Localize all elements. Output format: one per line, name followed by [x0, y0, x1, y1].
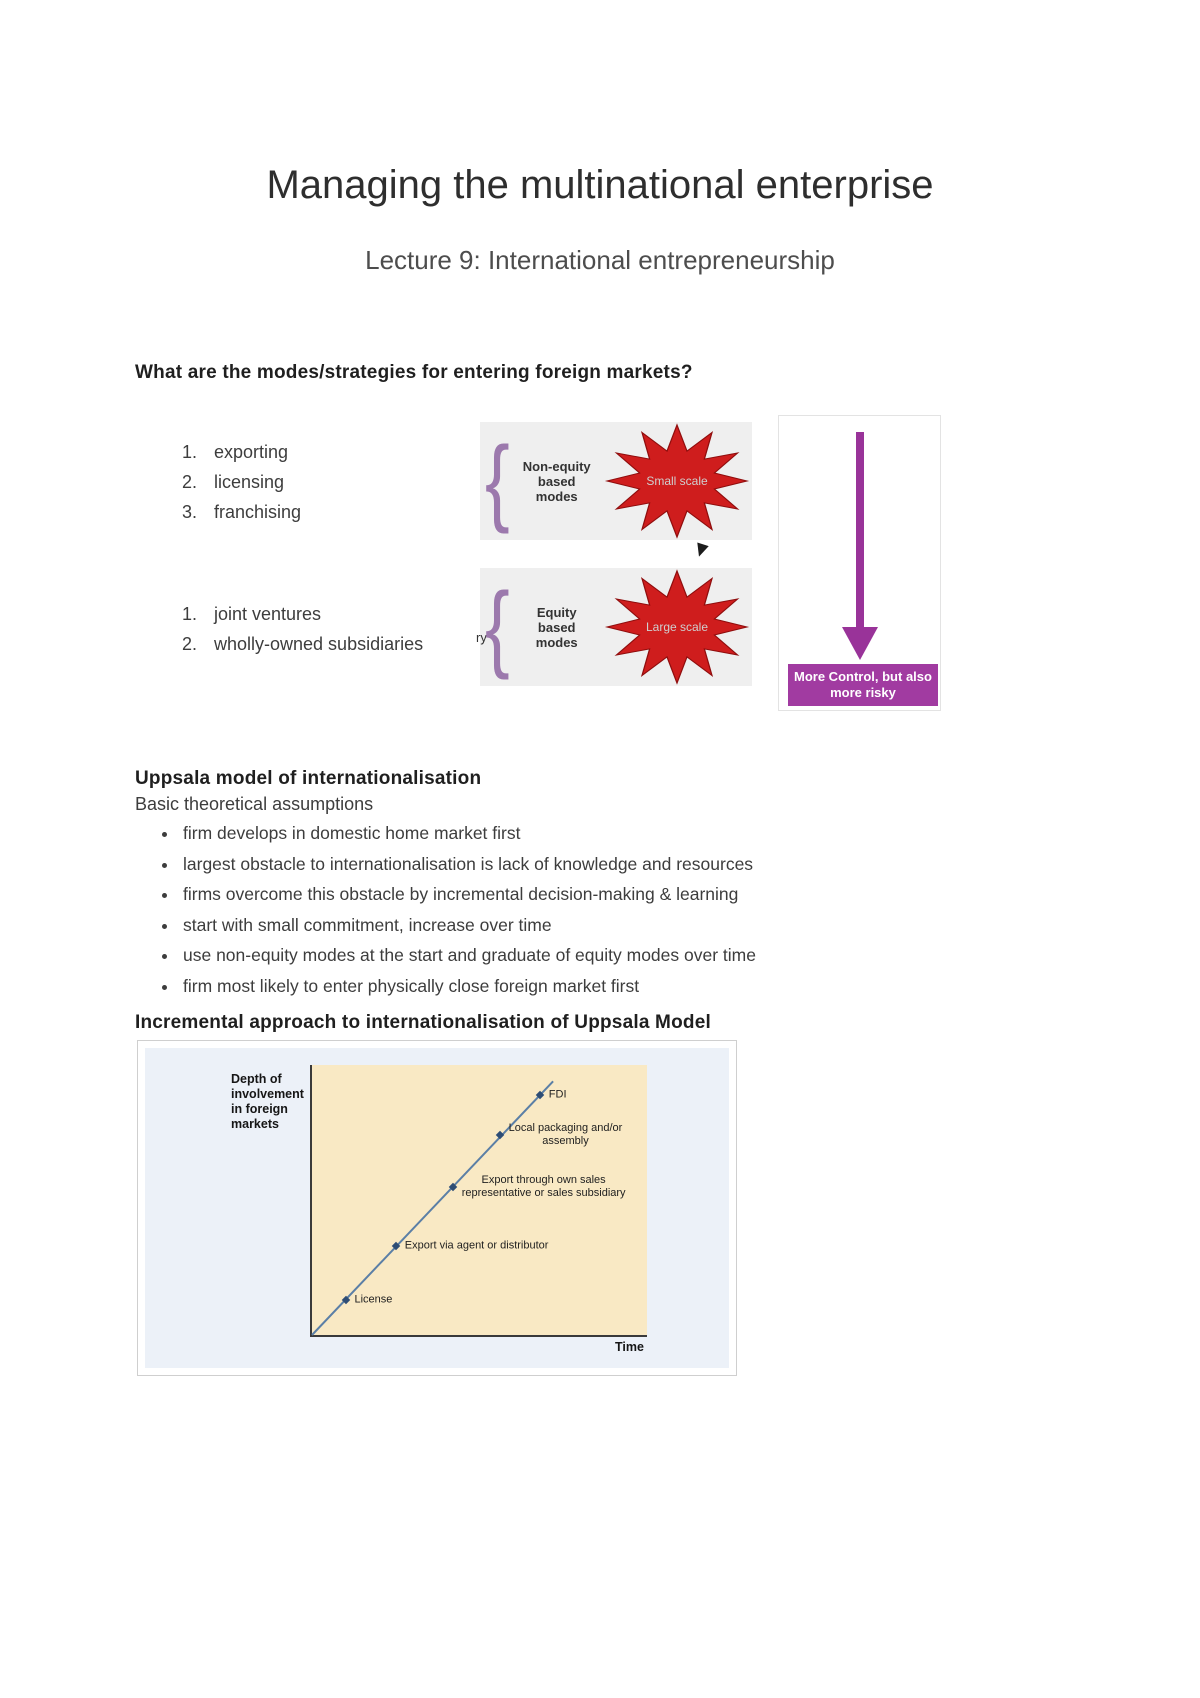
- bullet-item: largest obstacle to internationalisation…: [179, 854, 756, 875]
- curly-brace-icon: {: [485, 426, 510, 535]
- uppsala-subheading: Basic theoretical assumptions: [135, 794, 374, 814]
- equity-modes-label: Equity based modes: [535, 604, 578, 650]
- non-equity-modes-list: exporting licensing franchising: [168, 442, 301, 532]
- page-title: Managing the multinational enterprise: [266, 163, 934, 207]
- uppsala-assumptions-list: firm develops in domestic home market fi…: [135, 823, 756, 1006]
- uppsala-plot: License Export via agent or distributor …: [310, 1065, 647, 1337]
- bullet-item: use non-equity modes at the start and gr…: [179, 945, 756, 966]
- bullet-item: firms overcome this obstacle by incremen…: [179, 884, 756, 905]
- list-item: licensing: [202, 472, 301, 493]
- list-item: franchising: [202, 502, 301, 523]
- equity-figure: ry { Equity based modes Large scale: [476, 568, 752, 686]
- cursor-arrow-icon: [693, 542, 709, 559]
- large-scale-label: Large scale: [645, 620, 709, 634]
- page-subtitle: Lecture 9: International entrepreneurshi…: [365, 245, 835, 275]
- list-item: exporting: [202, 442, 301, 463]
- bullet-item: firm most likely to enter physically clo…: [179, 976, 756, 997]
- modes-heading: What are the modes/strategies for enteri…: [135, 362, 693, 383]
- control-risk-caption: More Control, but also more risky: [788, 664, 938, 706]
- point-label: FDI: [548, 1088, 567, 1101]
- small-scale-starburst-icon: Small scale: [602, 423, 752, 539]
- list-item: joint ventures: [202, 604, 423, 625]
- point-label: License: [354, 1293, 393, 1306]
- uppsala-chart-figure: Depth of involvement in foreign markets …: [137, 1040, 737, 1376]
- large-scale-starburst-icon: Large scale: [602, 569, 752, 685]
- control-risk-panel: More Control, but also more risky: [778, 415, 941, 711]
- point-label: Export via agent or distributor: [404, 1239, 549, 1252]
- list-item: wholly-owned subsidiaries: [202, 634, 423, 655]
- non-equity-modes-label: Non-equity based modes: [522, 458, 591, 504]
- bullet-item: firm develops in domestic home market fi…: [179, 823, 756, 844]
- non-equity-figure: { Non-equity based modes Small scale: [480, 422, 752, 540]
- point-label: Export through own sales representative …: [461, 1173, 626, 1199]
- point-label: Local packaging and/or assembly: [508, 1122, 623, 1148]
- bullet-item: start with small commitment, increase ov…: [179, 915, 756, 936]
- uppsala-heading: Uppsala model of internationalisation: [135, 768, 482, 789]
- y-axis-label: Depth of involvement in foreign markets: [231, 1072, 304, 1131]
- small-scale-label: Small scale: [646, 474, 708, 488]
- curly-brace-icon: {: [485, 572, 510, 681]
- x-axis-label: Time: [615, 1340, 644, 1354]
- equity-modes-list: joint ventures wholly-owned subsidiaries: [168, 604, 423, 664]
- chart-background: Depth of involvement in foreign markets …: [145, 1048, 729, 1368]
- down-arrow-icon: [842, 432, 878, 660]
- cropped-text-fragment: ry: [476, 630, 487, 645]
- incremental-heading: Incremental approach to internationalisa…: [135, 1012, 711, 1033]
